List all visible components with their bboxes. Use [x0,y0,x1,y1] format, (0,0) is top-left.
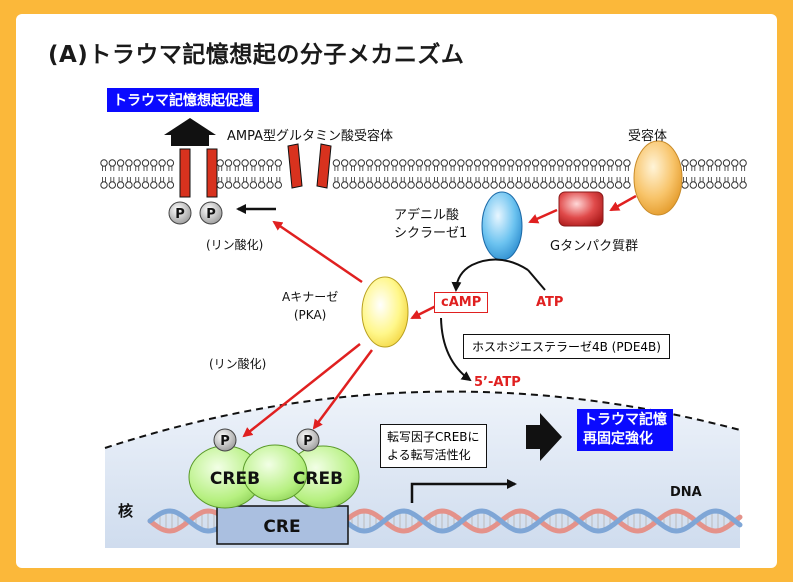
adenylyl-cyclase-label: アデニル酸 シクラーゼ1 [394,207,467,243]
phosphorylation-label-2: (リン酸化) [209,357,267,371]
transcription-box: 転写因子CREBに よる転写活性化 [380,424,487,468]
receptor-label: 受容体 [628,129,668,144]
cre-box [216,505,349,545]
page-title: (A)トラウマ記憶想起の分子メカニズム [48,42,465,68]
five-prime-atp-label: 5’-ATP [474,375,521,390]
arrow-pka-to-ampa [272,220,363,284]
creb-phospho-circle-1 [213,428,237,452]
transcription-start-arrow [410,479,517,503]
transcription-line1: 転写因子CREBに [387,430,480,444]
transcription-line2: よる転写活性化 [387,448,471,462]
adenylyl-cyclase-ellipse [481,191,523,261]
g-protein-label: Gタンパク質群 [550,239,639,254]
ampa-phospho-letter-2: P [206,207,216,222]
ampa-receptor-label: AMPA型グルタミン酸受容体 [227,129,394,144]
ampa-channel-right-b [316,143,332,189]
creb-phospho-letter-2: P [303,434,313,449]
arrow-gprotein-to-ac [528,208,558,224]
adenylyl-line2: シクラーゼ1 [394,226,468,241]
memory-recall-promotion-label: トラウマ記憶想起促進 [107,88,259,112]
pka-label: Aキナーゼ (PKA) [282,288,338,324]
creb-text-right: CREB [293,469,343,489]
adenylyl-line1: アデニル酸 [394,208,460,223]
pde4b-box: ホスホジエステラーゼ4B (PDE4B) [463,334,670,359]
ampa-phospho-circle-1 [168,201,192,225]
atp-label: ATP [536,295,564,310]
nucleus-label: 核 [118,502,134,520]
arrow-atp-link [527,269,546,291]
ampa-channel-right-a [287,143,303,189]
arrow-camp-to-pka [410,304,437,320]
pka-ellipse [361,276,409,348]
creb-phospho-circle-2 [296,428,320,452]
creb-phospho-letter-1: P [220,434,230,449]
promotion-up-arrow [164,118,216,146]
ampa-phospho-circle-2 [199,201,223,225]
pka-line1: Aキナーゼ [282,290,339,304]
ampa-phospho-letter-1: P [175,207,185,222]
phosphorylation-label-1: (リン酸化) [206,238,264,252]
pka-line2: (PKA) [293,308,327,322]
cre-text: CRE [263,517,300,537]
receptor-ellipse [633,140,683,216]
reconsolidation-line2: 再固定強化 [583,431,653,447]
creb-middle [242,444,308,502]
reconsolidation-label: トラウマ記憶 再固定強化 [577,409,673,451]
arrow-atp-to-camp [451,258,529,292]
ampa-channel-left-a [179,148,191,198]
arrow-camp-to-5atp [440,317,472,382]
arrow-receptor-to-gprotein [609,194,637,212]
g-protein-box [558,191,604,227]
reconsolidation-line1: トラウマ記憶 [583,412,667,428]
camp-box: cAMP [434,292,489,313]
reconsolidation-arrow [526,413,562,461]
arrow-pka-to-creb-right [312,349,374,430]
cell-membrane [100,159,747,189]
ampa-channel-left-b [206,148,218,198]
creb-text-left: CREB [210,469,260,489]
dna-label: DNA [670,485,702,500]
arrow-pka-to-creb-left [242,343,361,438]
